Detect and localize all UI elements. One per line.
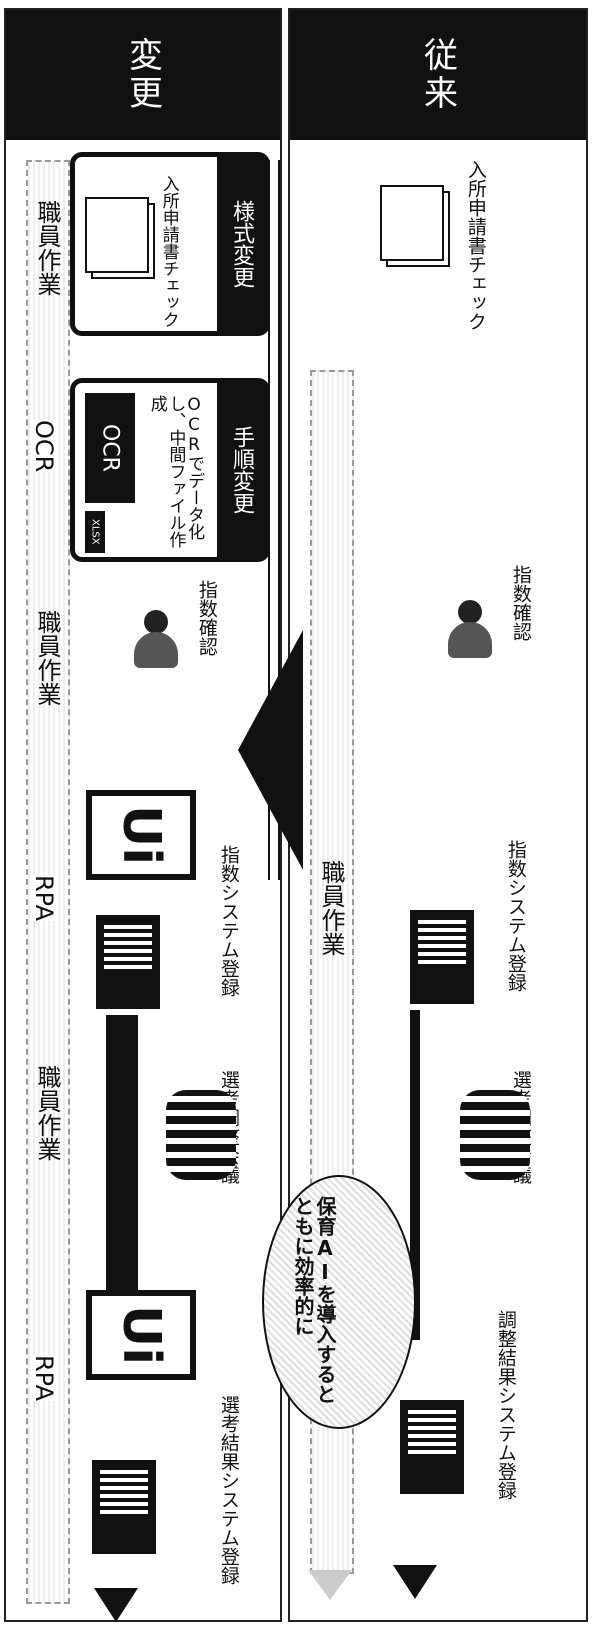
form-change-box: 様式変更 入所申請書チェック xyxy=(70,152,270,336)
server-icon xyxy=(400,1400,464,1494)
server-icon xyxy=(410,910,474,1004)
callout-bubble xyxy=(262,1175,416,1429)
staff-person-icon xyxy=(440,600,500,660)
document-icon xyxy=(85,197,155,279)
xlsx-file-tag: XLSX xyxy=(85,511,105,553)
timeline-arrow xyxy=(393,1565,437,1599)
meeting-icon xyxy=(166,1090,236,1180)
before-header: 従来 xyxy=(290,10,586,140)
flow-step-5: 職員作業 xyxy=(33,1065,61,1161)
uipath-logo-icon: Ui xyxy=(86,790,196,880)
staff-work-band-label: 職員作業 xyxy=(317,860,345,956)
after-result-register-label: 選考結果システム登録 xyxy=(217,1395,240,1585)
flow-step-4: RPA xyxy=(30,875,58,922)
server-icon xyxy=(96,915,160,1009)
procedure-change-box: 手順変更 OCRでデータ化し、中間ファイル作成 OCR XLSX xyxy=(70,378,270,562)
staff-work-band-arrow xyxy=(308,1570,352,1600)
flow-step-1: 職員作業 xyxy=(33,200,61,296)
procedure-change-title: 手順変更 xyxy=(217,383,265,557)
after-index-register-label: 指数システム登録 xyxy=(217,845,240,997)
before-index-register-label: 指数システム登録 xyxy=(504,840,527,992)
before-index-check-label: 指数確認 xyxy=(509,565,532,641)
timeline-arrow xyxy=(94,1588,138,1622)
connector-line xyxy=(278,160,280,880)
form-change-text: 入所申請書チェック xyxy=(158,175,179,328)
ocr-badge: OCR xyxy=(85,393,135,503)
after-panel: 変更 様式変更 入所申請書チェック 手順変更 OCRでデータ化し、中間ファイル作… xyxy=(4,8,303,1622)
timeline-bar xyxy=(410,1010,420,1340)
flow-step-2: OCR xyxy=(30,420,58,473)
after-header: 変更 xyxy=(6,10,280,140)
flow-step-3: 職員作業 xyxy=(33,610,61,706)
connector-line xyxy=(268,160,270,880)
flow-step-6: RPA xyxy=(30,1355,58,1402)
transition-triangle xyxy=(238,630,303,870)
uipath-logo-icon: Ui xyxy=(86,1290,196,1380)
form-change-title: 様式変更 xyxy=(217,157,265,331)
procedure-change-text: OCRでデータ化し、中間ファイル作成 xyxy=(146,395,205,548)
meeting-icon xyxy=(460,1090,530,1180)
callout-text: 保育AIを導入するとともに効率的に xyxy=(291,1196,337,1404)
before-intake-check-label: 入所申請書チェック xyxy=(464,160,487,331)
before-result-register-label: 調整結果システム登録 xyxy=(494,1310,517,1500)
server-icon xyxy=(92,1460,156,1554)
staff-person-icon xyxy=(126,610,186,670)
after-index-check-label: 指数確認 xyxy=(195,580,218,656)
document-icon xyxy=(380,185,450,267)
